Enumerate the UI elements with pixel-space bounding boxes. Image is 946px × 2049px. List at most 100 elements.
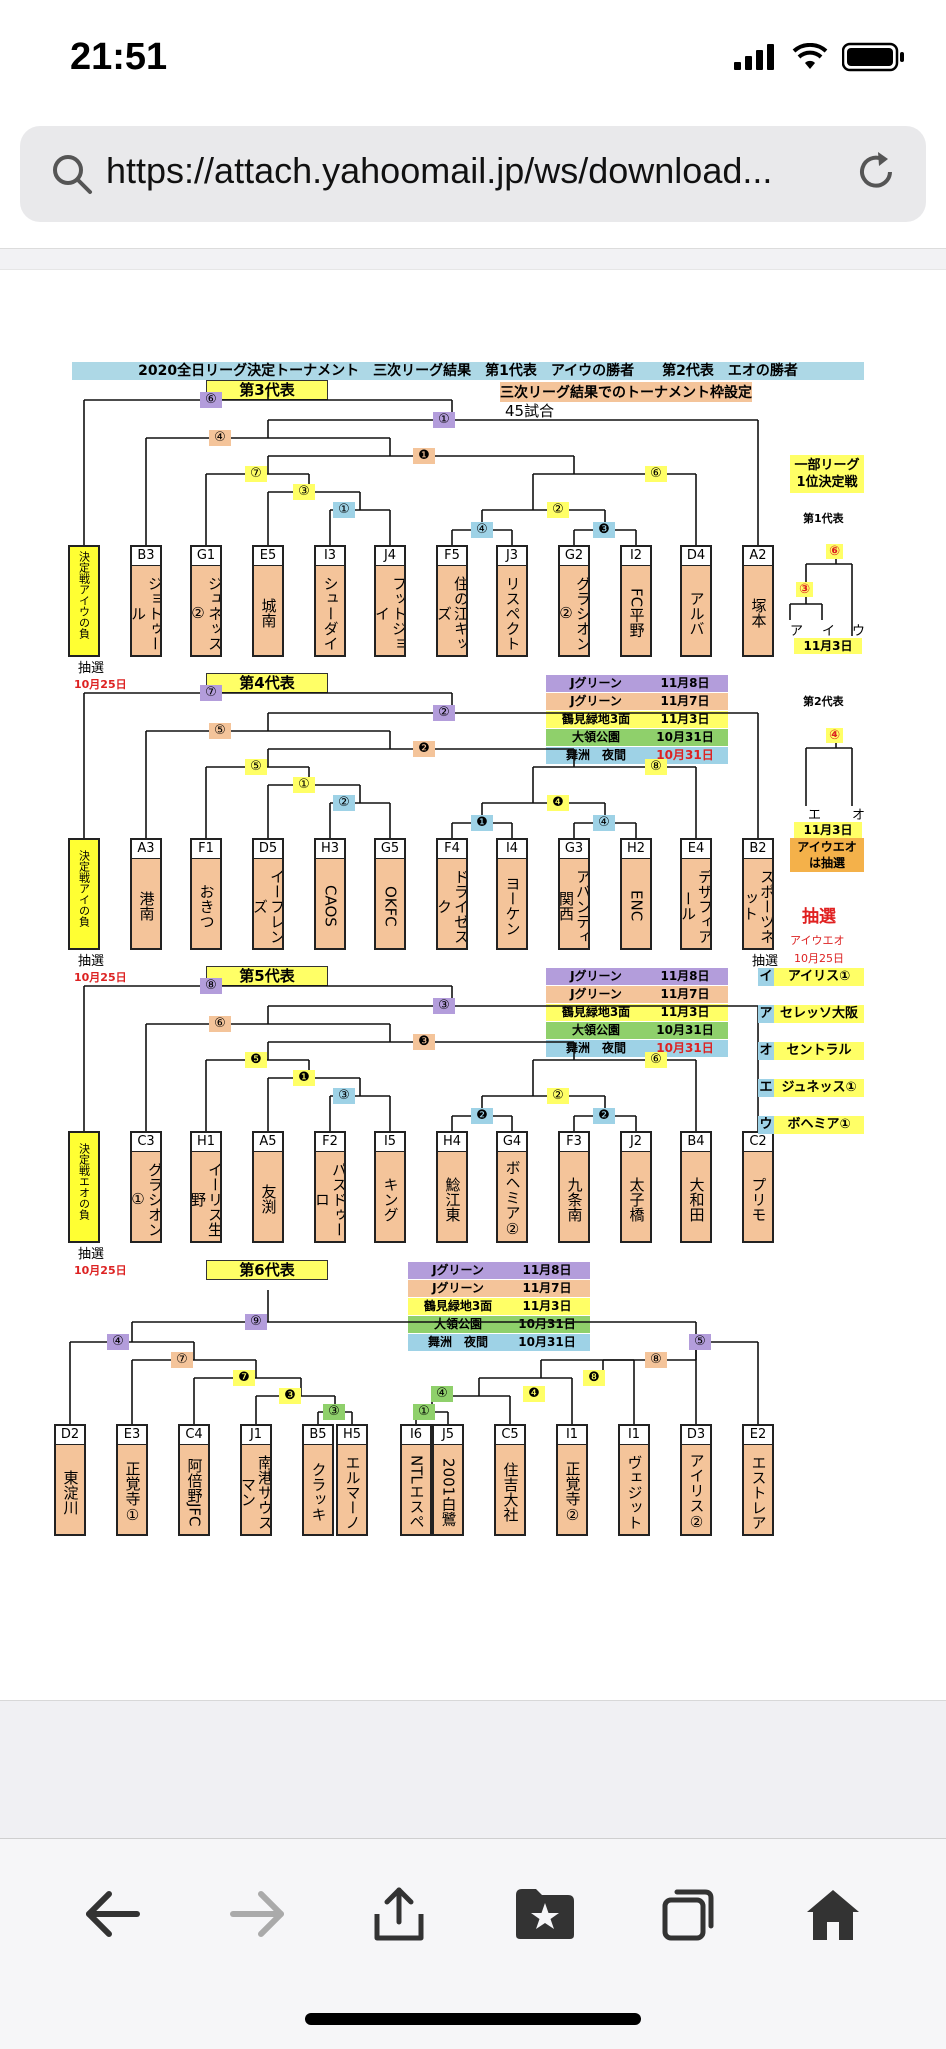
- team-code: D4: [682, 547, 710, 566]
- team-code: F1: [192, 840, 220, 859]
- venue-name: Jグリーン: [570, 694, 622, 708]
- lottery-result-row: ウボヘミア①: [758, 1116, 864, 1134]
- section-label-3: 第3代表: [206, 380, 328, 400]
- doc-subheader: 三次リーグ結果でのトーナメント枠設定: [500, 382, 752, 402]
- team-box: 決定戦アイウの負: [68, 545, 100, 657]
- team-name: 城南: [259, 598, 278, 628]
- team-code: I2: [622, 547, 650, 566]
- team-name: 住の江キッズ: [438, 575, 466, 651]
- team-code: I3: [316, 547, 344, 566]
- team-name: ENC: [627, 890, 646, 922]
- lottery-note-4: 抽選: [78, 954, 105, 969]
- page-top-divider: [0, 248, 946, 270]
- team-name: ジョトゥール: [132, 575, 160, 651]
- team-code: D2: [56, 1426, 84, 1445]
- section-label-5: 第5代表: [206, 966, 328, 986]
- forward-button[interactable]: [212, 1869, 302, 1959]
- team-box: F4 ドライゼスク: [436, 838, 468, 950]
- venue-name: Jグリーン: [570, 969, 622, 983]
- team-name: OKFC: [381, 885, 400, 927]
- doc-header: 2020全日リーグ決定トーナメント 三次リーグ結果 第1代表 アイウの勝者 第2…: [72, 362, 864, 380]
- venue-date: 10月31日: [656, 730, 714, 744]
- venue-date: 10月31日: [656, 1041, 714, 1055]
- team-code: I1: [558, 1426, 586, 1445]
- team-code: J2: [622, 1133, 650, 1152]
- venue-name: 鶴見緑地3面: [561, 712, 631, 726]
- match-number: ❶: [413, 448, 435, 464]
- team-code: C3: [132, 1133, 160, 1152]
- lottery-team: セレッソ大阪: [774, 1005, 864, 1023]
- lottery-result-row: エジュネッス①: [758, 1079, 864, 1097]
- team-name: スポーツネット: [744, 868, 772, 944]
- team-code: E3: [118, 1426, 146, 1445]
- home-button[interactable]: [788, 1869, 878, 1959]
- team-name: 九条南: [565, 1176, 584, 1222]
- section-label-6: 第6代表: [206, 1260, 328, 1280]
- rep1-date: 11月3日: [794, 638, 862, 654]
- match-number: ❷: [413, 741, 435, 757]
- address-bar[interactable]: https://attach.yahoomail.jp/ws/download.…: [20, 126, 926, 222]
- lottery-big: 抽選: [802, 907, 836, 927]
- team-code: B5: [304, 1426, 332, 1445]
- match-number: ❶: [471, 815, 493, 831]
- venue-date: 10月31日: [518, 1317, 576, 1331]
- bookmarks-button[interactable]: [500, 1869, 590, 1959]
- match-number: ④: [107, 1334, 129, 1350]
- match-number: ❽: [583, 1370, 605, 1386]
- match-number: ⑨: [245, 1314, 267, 1330]
- venue-name: 鶴見緑地3面: [561, 1005, 631, 1019]
- team-code: F4: [438, 840, 466, 859]
- team-code: E5: [254, 547, 282, 566]
- status-icons: [734, 42, 906, 72]
- match-number: ②: [547, 1088, 569, 1104]
- match-number: ④: [593, 815, 615, 831]
- match-number: ③: [323, 1404, 345, 1420]
- team-name: グラシオン②: [560, 575, 588, 651]
- team-name: ジュネッス②: [192, 575, 220, 651]
- tabs-button[interactable]: [644, 1869, 734, 1959]
- match-number: ⑥: [209, 1016, 231, 1032]
- reload-icon[interactable]: [852, 148, 900, 196]
- venue-date: 10月31日: [656, 748, 714, 762]
- venue-date: 11月8日: [660, 676, 710, 690]
- url-text[interactable]: https://attach.yahoomail.jp/ws/download.…: [106, 150, 773, 191]
- match-number: ❸: [279, 1388, 301, 1404]
- match-number: ⑥: [645, 1052, 667, 1068]
- team-code: E4: [682, 840, 710, 859]
- share-button[interactable]: [354, 1869, 444, 1959]
- lottery-key: ア: [758, 1005, 774, 1023]
- aiu-u: ウ: [852, 624, 866, 639]
- team-box: 決定戦エオの負: [68, 1131, 100, 1243]
- venue-date: 11月3日: [522, 1299, 572, 1313]
- team-code: D5: [254, 840, 282, 859]
- venue-date: 11月8日: [660, 969, 710, 983]
- share-icon: [374, 1887, 424, 1941]
- match-number: ①: [433, 412, 455, 428]
- team-name: パスドゥーロ: [316, 1161, 344, 1237]
- team-name: ドライゼスク: [438, 868, 466, 944]
- team-code: J1: [242, 1426, 270, 1445]
- back-button[interactable]: [68, 1869, 158, 1959]
- team-code: G1: [192, 547, 220, 566]
- match-number: ③: [333, 1088, 355, 1104]
- browser-toolbar: [0, 1838, 946, 2049]
- team-box: E5 城南: [252, 545, 284, 657]
- venue-date: 11月7日: [660, 694, 710, 708]
- lottery-key: オ: [758, 1042, 774, 1060]
